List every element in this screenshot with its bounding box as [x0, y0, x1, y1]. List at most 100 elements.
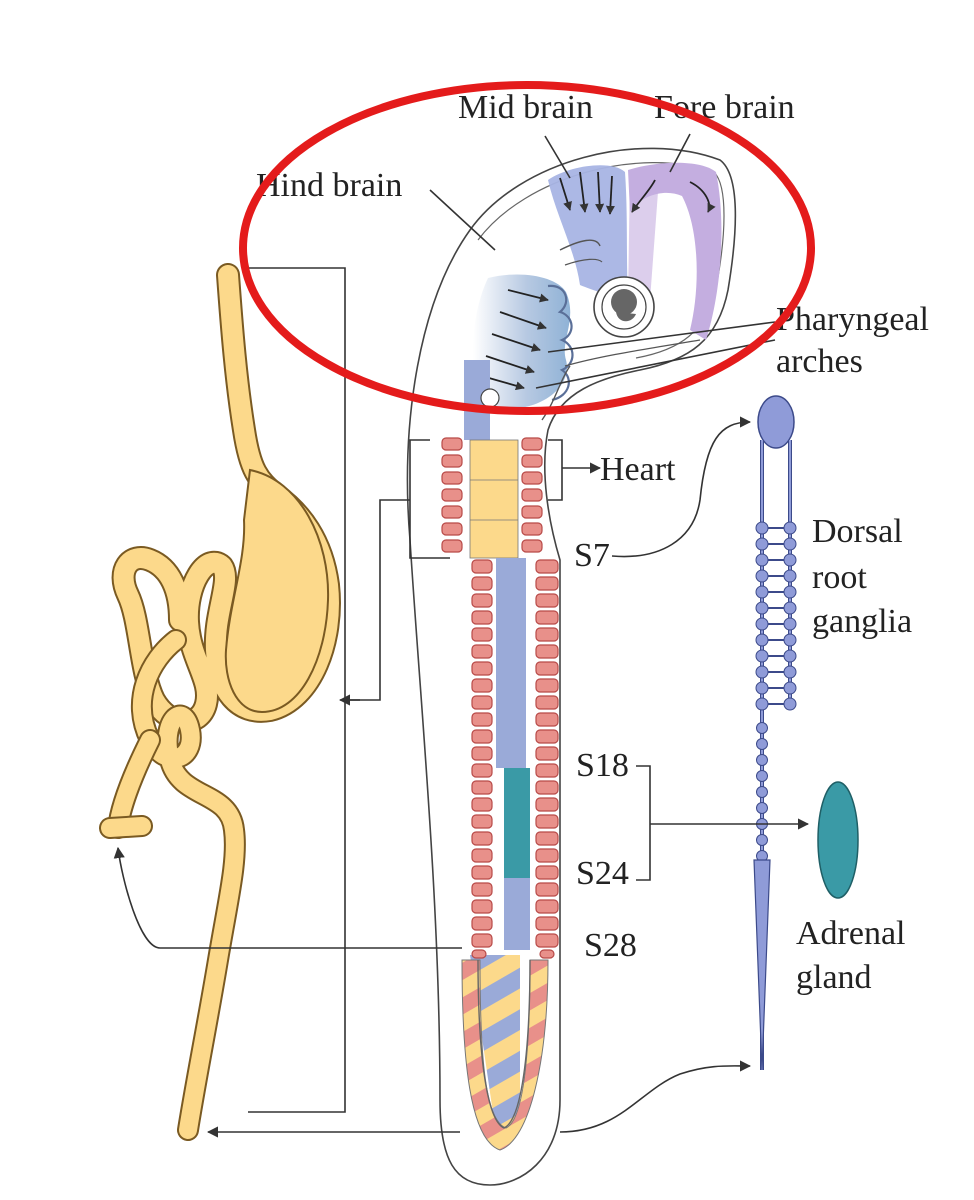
somite	[471, 576, 493, 591]
ganglion	[756, 754, 768, 766]
somite	[441, 471, 463, 485]
label-mid-brain: Mid brain	[458, 89, 593, 126]
ganglion	[756, 738, 768, 750]
ganglion	[783, 617, 797, 631]
highlight-ellipse	[239, 81, 815, 415]
label-s7: S7	[574, 537, 610, 574]
ganglion	[783, 553, 797, 567]
somites	[441, 437, 559, 959]
somite	[535, 695, 559, 710]
somite	[535, 610, 559, 625]
somite	[441, 454, 463, 468]
label-root: root	[812, 559, 867, 596]
somite	[535, 933, 559, 948]
migration-arrows-brain	[481, 171, 716, 391]
neural-tube	[461, 360, 549, 1151]
dorsal-root-ganglia-chain	[753, 395, 797, 1071]
ganglion	[755, 681, 769, 695]
somite	[521, 522, 543, 536]
somite	[471, 593, 493, 608]
somite	[535, 831, 559, 846]
label-ganglia: ganglia	[812, 603, 912, 640]
gut-tube	[99, 263, 341, 1141]
somite	[535, 576, 559, 591]
embryo-outline	[406, 147, 737, 1186]
somite	[535, 559, 559, 574]
ganglion	[783, 521, 797, 535]
somite	[471, 899, 493, 914]
somite	[471, 933, 493, 948]
somite	[441, 488, 463, 502]
label-gland: gland	[796, 959, 872, 996]
somite	[471, 712, 493, 727]
ganglion	[756, 802, 768, 814]
ganglion	[755, 553, 769, 567]
somite	[471, 848, 493, 863]
somite	[535, 712, 559, 727]
somite	[535, 593, 559, 608]
label-s18: S18	[576, 747, 629, 784]
ganglion	[755, 665, 769, 679]
somite	[535, 678, 559, 693]
label-s24: S24	[576, 855, 629, 892]
somite	[535, 882, 559, 897]
somite	[471, 678, 493, 693]
somite	[471, 797, 493, 812]
ganglion	[756, 770, 768, 782]
label-dorsal: Dorsal	[812, 513, 903, 550]
somite	[535, 763, 559, 778]
ganglion	[783, 697, 797, 711]
somite	[471, 644, 493, 659]
ganglion	[756, 834, 768, 846]
label-arches: arches	[776, 343, 863, 380]
somite	[535, 848, 559, 863]
ganglion	[783, 601, 797, 615]
label-heart: Heart	[600, 451, 676, 488]
somite	[471, 882, 493, 897]
ganglion	[783, 537, 797, 551]
somite	[441, 505, 463, 519]
somite	[471, 814, 493, 829]
somite	[441, 539, 463, 553]
somite	[535, 661, 559, 676]
somite	[535, 729, 559, 744]
ganglion	[755, 601, 769, 615]
ganglion	[755, 537, 769, 551]
somite	[471, 610, 493, 625]
ganglion	[783, 649, 797, 663]
somite	[471, 695, 493, 710]
ganglion	[783, 585, 797, 599]
somite	[535, 746, 559, 761]
ganglion	[755, 633, 769, 647]
ganglion	[755, 649, 769, 663]
somite	[521, 471, 543, 485]
somite	[535, 644, 559, 659]
somite	[471, 949, 487, 959]
label-adrenal: Adrenal	[796, 915, 906, 952]
somite	[471, 763, 493, 778]
somite	[471, 627, 493, 642]
ganglion	[756, 786, 768, 798]
somite	[521, 505, 543, 519]
somite	[471, 661, 493, 676]
labels: Mid brain Fore brain Hind brain Pharynge…	[256, 89, 929, 996]
ganglion	[755, 521, 769, 535]
somite	[471, 780, 493, 795]
somite	[535, 899, 559, 914]
connectors	[113, 133, 810, 1138]
ganglion	[755, 617, 769, 631]
somite	[539, 949, 555, 959]
ganglion	[756, 722, 768, 734]
somite	[441, 522, 463, 536]
somite	[521, 454, 543, 468]
somite	[535, 865, 559, 880]
somite	[535, 627, 559, 642]
somite	[521, 488, 543, 502]
somite	[535, 797, 559, 812]
somite	[471, 729, 493, 744]
brain-regions	[472, 162, 722, 421]
somite	[441, 437, 463, 451]
adrenal-gland	[817, 781, 859, 899]
label-s28: S28	[584, 927, 637, 964]
